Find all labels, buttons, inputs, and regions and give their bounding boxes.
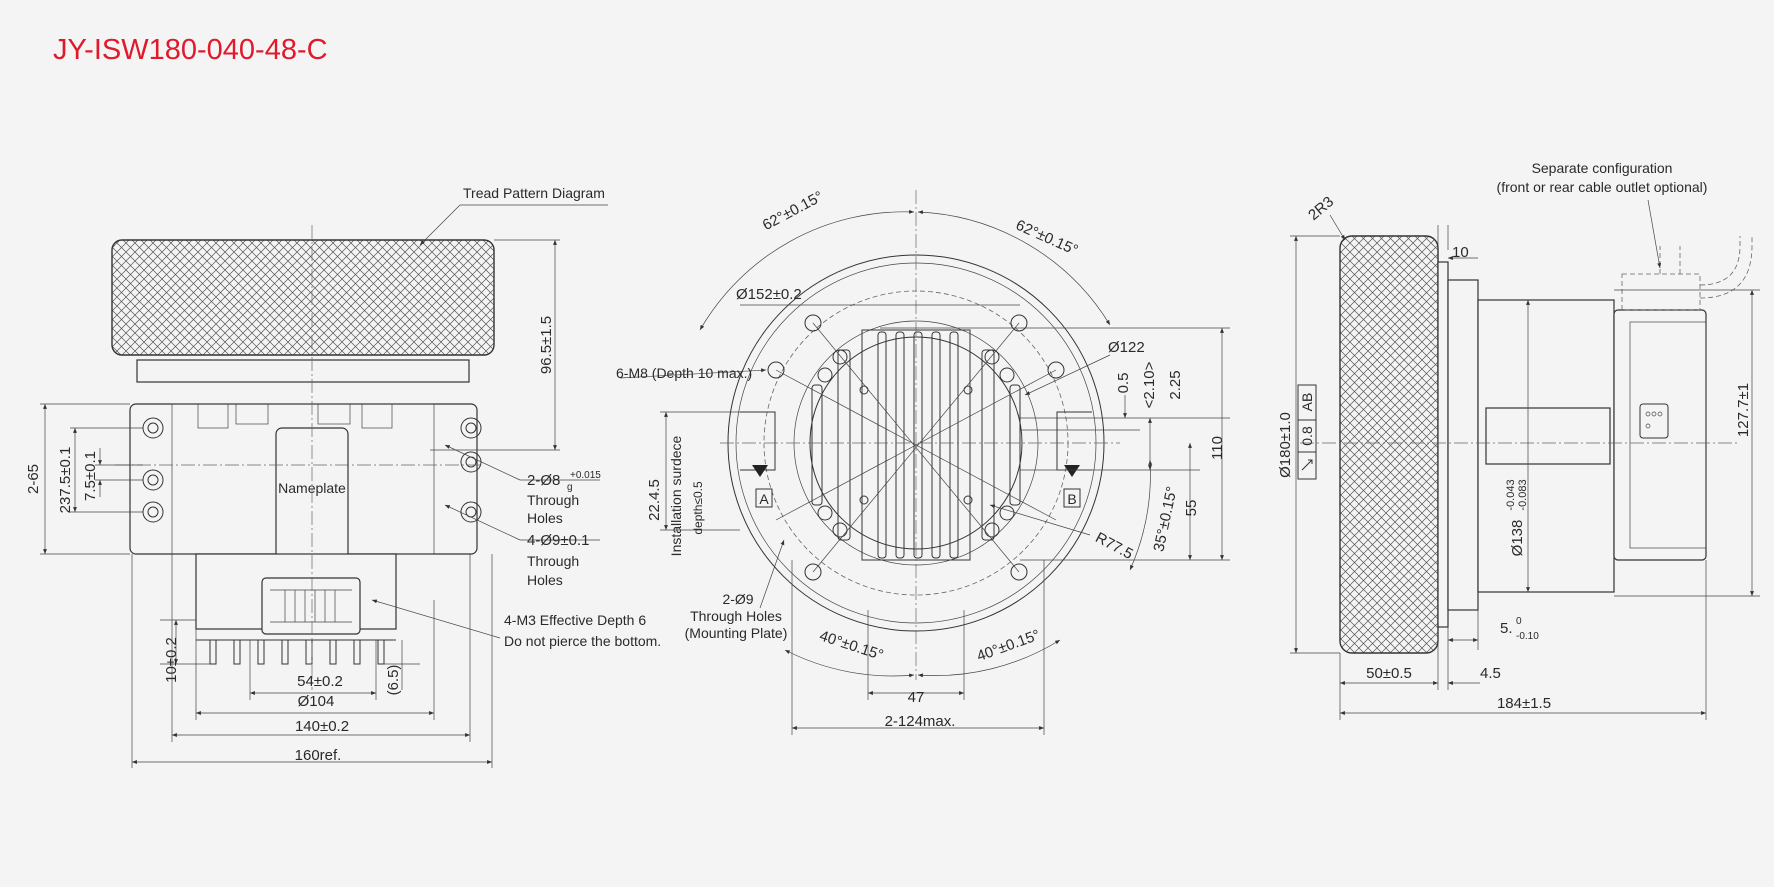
hub-band [136, 359, 470, 383]
dim-160: 160ref. [295, 747, 342, 764]
dim-10-right: 10 [1452, 244, 1469, 261]
hole1-callout: 2-Ø8 [527, 472, 560, 489]
dim-152: Ø152±0.2 [736, 286, 802, 303]
tread-pattern-label: Tread Pattern Diagram [463, 185, 605, 201]
middle-view: A B [616, 188, 1230, 735]
dim-22-4-5: 22.4.5 [646, 479, 663, 521]
config-line2: (front or rear cable outlet optional) [1497, 179, 1708, 195]
shaft [1485, 407, 1611, 465]
dim-55: 55 [1183, 500, 1200, 517]
left-view: Nameplate [25, 185, 661, 768]
dim-127-7: 127.7±1 [1735, 383, 1752, 437]
hole9-line1: 2-Ø9 [722, 591, 753, 607]
datum-b: B [1067, 491, 1076, 507]
hole1-holes: Holes [527, 510, 563, 526]
dim-138-sup: -0.043 [1505, 479, 1517, 510]
dim-4-5: 4.5 [1480, 665, 1501, 682]
dim-5-sub: -0.10 [1516, 631, 1539, 642]
dim-0-5: 0.5 [1115, 373, 1132, 394]
dim-110: 110 [1209, 436, 1226, 460]
connector [261, 577, 361, 635]
dim-2-10: <2.10> [1141, 361, 1158, 408]
dim-104: Ø104 [298, 693, 335, 710]
dim-138: Ø138 [1509, 520, 1526, 557]
dim-47: 47 [908, 689, 925, 706]
hole2-callout: 4-Ø9±0.1 [527, 532, 589, 549]
dim-184: 184±1.5 [1497, 695, 1551, 712]
dim-2-25: 2.25 [1167, 370, 1184, 399]
dim-5-sup: 0 [1516, 616, 1522, 627]
dim-2-65: 2-65 [25, 464, 42, 494]
angle-35: 35°±0.15° [1150, 485, 1180, 553]
gdt-value: 0.8 [1299, 426, 1315, 446]
hole1-through: Through [527, 492, 579, 508]
m3-callout-line2: Do not pierce the bottom. [504, 633, 661, 649]
dim-122: Ø122 [1108, 339, 1145, 356]
right-view: AB 0.8 Separate configuration (front or … [1277, 160, 1760, 720]
dim-237-5: 237.5±0.1 [57, 447, 74, 514]
nameplate-label: Nameplate [278, 480, 346, 496]
dim-6-5: (6.5) [385, 665, 402, 696]
angle-62-left: 62°±0.15° [760, 188, 826, 234]
dim-180: Ø180±1.0 [1277, 412, 1294, 478]
dim-54: 54±0.2 [297, 673, 343, 690]
dim-5: 5. [1500, 620, 1513, 637]
dim-140: 140±0.2 [295, 718, 349, 735]
encoder-housing [1613, 309, 1707, 561]
dim-138-sub: -0.083 [1517, 479, 1529, 510]
dim-10: 10±0.2 [163, 637, 180, 683]
hole9-line2: Through Holes [690, 608, 782, 624]
hole2-through: Through [527, 553, 579, 569]
dim-124: 2-124max. [885, 713, 956, 730]
runout-icon [1301, 459, 1313, 471]
install-surface-1: Installation surdece [668, 435, 684, 556]
install-surface-2: depth≤0.5 [691, 481, 705, 535]
m8-callout: 6-M8 (Depth 10 max.) [616, 365, 752, 381]
tire-tread [111, 239, 495, 356]
hole9-line3: (Mounting Plate) [685, 625, 788, 641]
drawing-title: JY-ISW180-040-48-C [53, 34, 328, 66]
hole2-holes: Holes [527, 572, 563, 588]
angle-40-left: 40°±0.15° [817, 627, 885, 664]
tire-side-tread [1339, 235, 1439, 654]
hole1-tolerance-sup: +0.015 [570, 470, 601, 481]
config-line1: Separate configuration [1532, 160, 1673, 176]
datum-a: A [759, 491, 769, 507]
radius-77-5: R77.5 [1092, 529, 1135, 563]
flange [1437, 261, 1449, 628]
angle-62-right: 62°±0.15° [1013, 217, 1080, 259]
hole1-tolerance-sub: g [567, 482, 573, 493]
dim-50: 50±0.5 [1366, 665, 1412, 682]
dim-96-5: 96.5±1.5 [538, 316, 555, 374]
gdt-ref: AB [1299, 393, 1315, 412]
dim-7-5: 7.5±0.1 [82, 451, 99, 501]
m3-callout-line1: 4-M3 Effective Depth 6 [504, 612, 646, 628]
angle-40-right: 40°±0.15° [974, 626, 1042, 665]
